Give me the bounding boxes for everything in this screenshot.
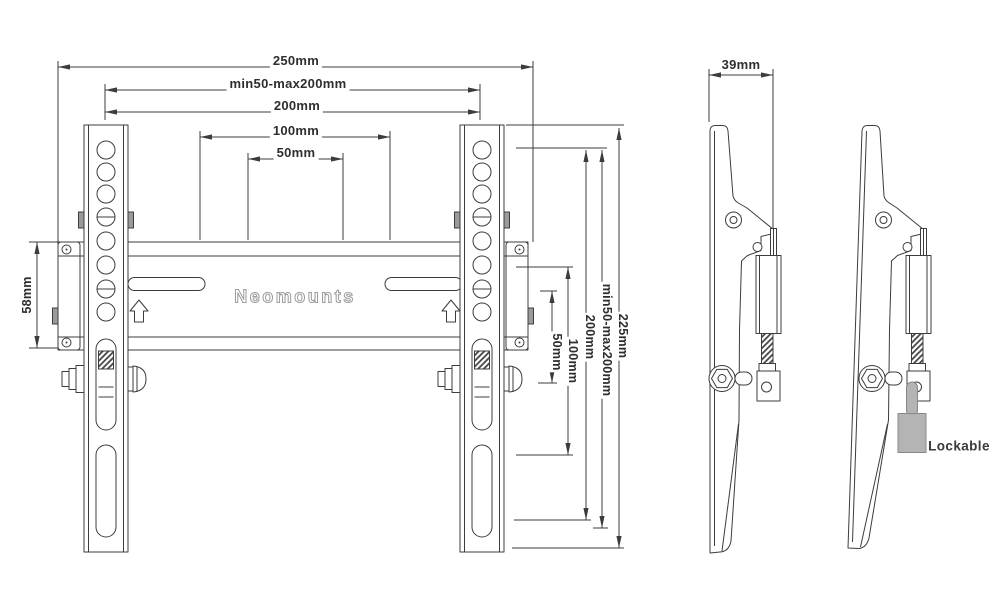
up-arrow-icon <box>129 299 149 323</box>
dim-depth-label: 39mm <box>718 57 764 73</box>
dim-adjustable-range-label: min50-max200mm <box>226 76 350 92</box>
lockable-label: Lockable <box>928 438 990 454</box>
dim-width-50-label: 50mm <box>273 145 319 161</box>
dim-plate-height-label: 58mm <box>20 274 35 316</box>
dim-height-range-label: min50-max200mm <box>599 281 614 399</box>
brand-logo: Neomounts <box>234 286 356 307</box>
dim-height-200-label: 200mm <box>582 312 597 362</box>
dim-width-100-label: 100mm <box>269 123 323 139</box>
dim-width-200-label: 200mm <box>270 98 324 114</box>
tv-bracket-profile <box>709 125 774 554</box>
up-arrow-icon <box>441 299 461 323</box>
side-view-tilted <box>708 69 782 554</box>
dim-overall-height-label: 225mm <box>615 311 630 361</box>
dim-overall-width-label: 250mm <box>269 53 323 69</box>
wall-plate <box>52 241 534 351</box>
side-view-locked <box>847 125 932 549</box>
tv-bracket-profile <box>847 125 924 549</box>
padlock-icon <box>897 381 927 453</box>
front-dimension-lines <box>29 61 624 549</box>
dim-height-100-label: 100mm <box>565 336 580 386</box>
dim-height-50-label: 50mm <box>549 331 564 373</box>
